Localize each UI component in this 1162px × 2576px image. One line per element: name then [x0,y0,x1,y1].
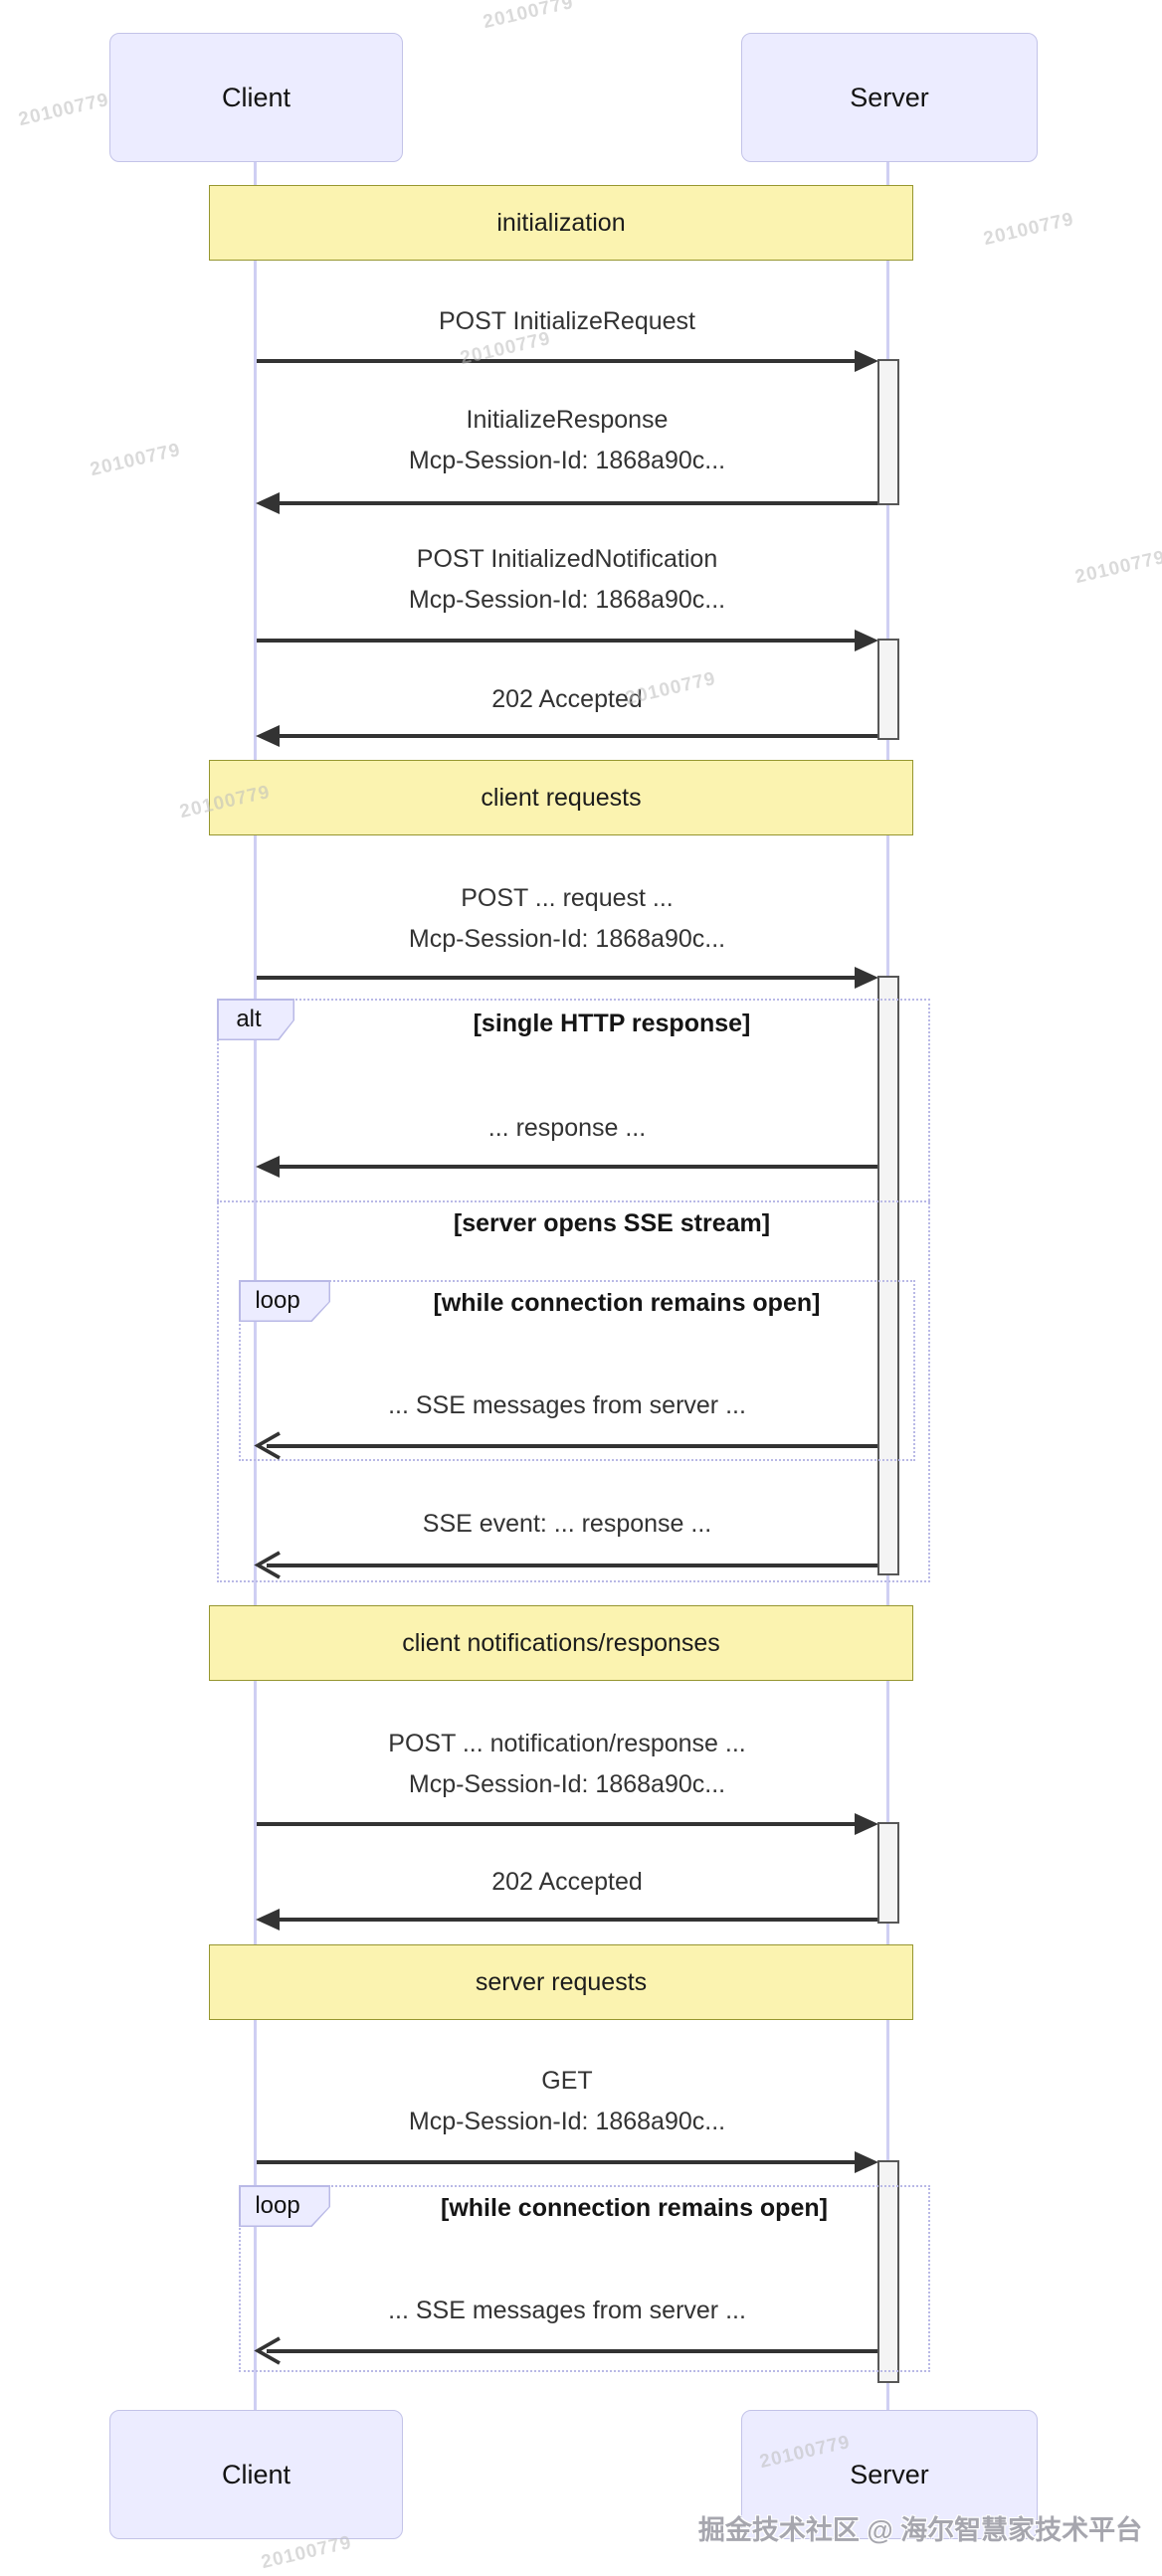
loop-frame-tag: loop [239,2185,330,2227]
activation-bar [877,976,899,1575]
message-label: 202 Accepted [491,1868,643,1896]
actor-label: Client [221,2459,291,2489]
arrowhead-filled-right-icon [855,349,878,372]
message-arrow-left [256,1908,877,1931]
activation-bar [877,359,899,505]
actor-server-top: Server [741,33,1038,162]
band-client-notifications: client notifications/responses [209,1605,913,1681]
loop1-condition: [while connection remains open] [433,1289,821,1317]
message-arrow-right [257,349,878,372]
watermark-text: 20100779 [1072,546,1162,589]
message-arrow-right [257,966,878,989]
band-label: initialization [496,208,626,237]
loop-frame-2: loop [239,2185,930,2372]
message-label: 202 Accepted [491,685,643,713]
watermark-text: 20100779 [481,0,576,34]
message-label: POST ... request ... Mcp-Session-Id: 186… [408,884,726,953]
band-client-requests: client requests [209,760,913,835]
message-arrow-left [256,1155,877,1178]
watermark-text: 20100779 [16,89,111,131]
actor-client-bottom: Client [109,2410,403,2539]
arrowhead-open-left-icon [254,1551,281,1579]
band-initialization: initialization [209,185,913,261]
arrowhead-filled-left-icon [256,1155,280,1178]
message-label: POST ... notification/response ... Mcp-S… [388,1730,746,1798]
alt-tag-fill [218,1000,293,1039]
loop-frame-1: loop [239,1280,915,1461]
actor-label: Server [850,2459,929,2489]
message-arrow-left [256,724,877,747]
message-label: SSE event: ... response ... [422,1510,712,1538]
actor-server-bottom: Server [741,2410,1038,2539]
message-arrow-right [257,1812,878,1835]
activation-bar [877,639,899,740]
alt-else-condition: [server opens SSE stream] [453,1209,771,1237]
alt-else-divider [217,1200,930,1202]
band-label: client notifications/responses [402,1628,720,1657]
arrowhead-filled-left-icon [256,724,280,747]
activation-bar [877,2160,899,2383]
loop-tag-fill [240,2186,329,2226]
activation-bar [877,1822,899,1924]
arrowhead-filled-left-icon [256,491,280,514]
footer-credit: 掘金技术社区 @ 海尔智慧家技术平台 [697,2515,1143,2545]
arrowhead-filled-right-icon [855,629,878,651]
loop-tag-label: loop [255,2192,300,2219]
actor-client-top: Client [109,33,403,162]
message-label: ... response ... [487,1114,647,1142]
band-label: client requests [481,783,642,812]
arrowhead-open-left-icon [254,2336,281,2365]
alt-condition: [single HTTP response] [473,1010,751,1037]
alt-frame-tag: alt [217,999,294,1040]
message-label: ... SSE messages from server ... [388,2297,746,2324]
message-arrow-left [256,491,877,514]
arrowhead-open-left-icon [254,1431,281,1460]
loop-tag-fill [240,1281,329,1321]
message-label: ... SSE messages from server ... [388,1391,746,1419]
message-label: POST InitializeRequest [439,307,695,335]
message-label: GET Mcp-Session-Id: 1868a90c... [408,2067,726,2135]
message-label: InitializeResponse Mcp-Session-Id: 1868a… [408,406,726,474]
alt-tag-label: alt [236,1006,262,1032]
loop-frame-tag: loop [239,1280,330,1322]
watermark-text: 20100779 [88,439,183,481]
actor-label: Client [221,82,291,112]
actor-label: Server [850,82,929,112]
arrowhead-filled-right-icon [855,1812,878,1835]
arrowhead-filled-right-icon [855,966,878,989]
message-arrow-left [254,1551,877,1579]
band-label: server requests [475,1967,648,1996]
arrowhead-filled-left-icon [256,1908,280,1931]
message-arrow-left [254,1431,877,1460]
arrowhead-filled-right-icon [855,2150,878,2173]
band-server-requests: server requests [209,1944,913,2020]
watermark-text: 20100779 [981,208,1076,251]
message-arrow-right [257,2150,878,2173]
alt-frame: alt [217,999,930,1582]
loop2-condition: [while connection remains open] [441,2194,828,2222]
loop-tag-label: loop [255,1287,300,1314]
message-arrow-left [254,2336,877,2365]
message-label: POST InitializedNotification Mcp-Session… [408,545,726,614]
message-arrow-right [257,629,878,651]
